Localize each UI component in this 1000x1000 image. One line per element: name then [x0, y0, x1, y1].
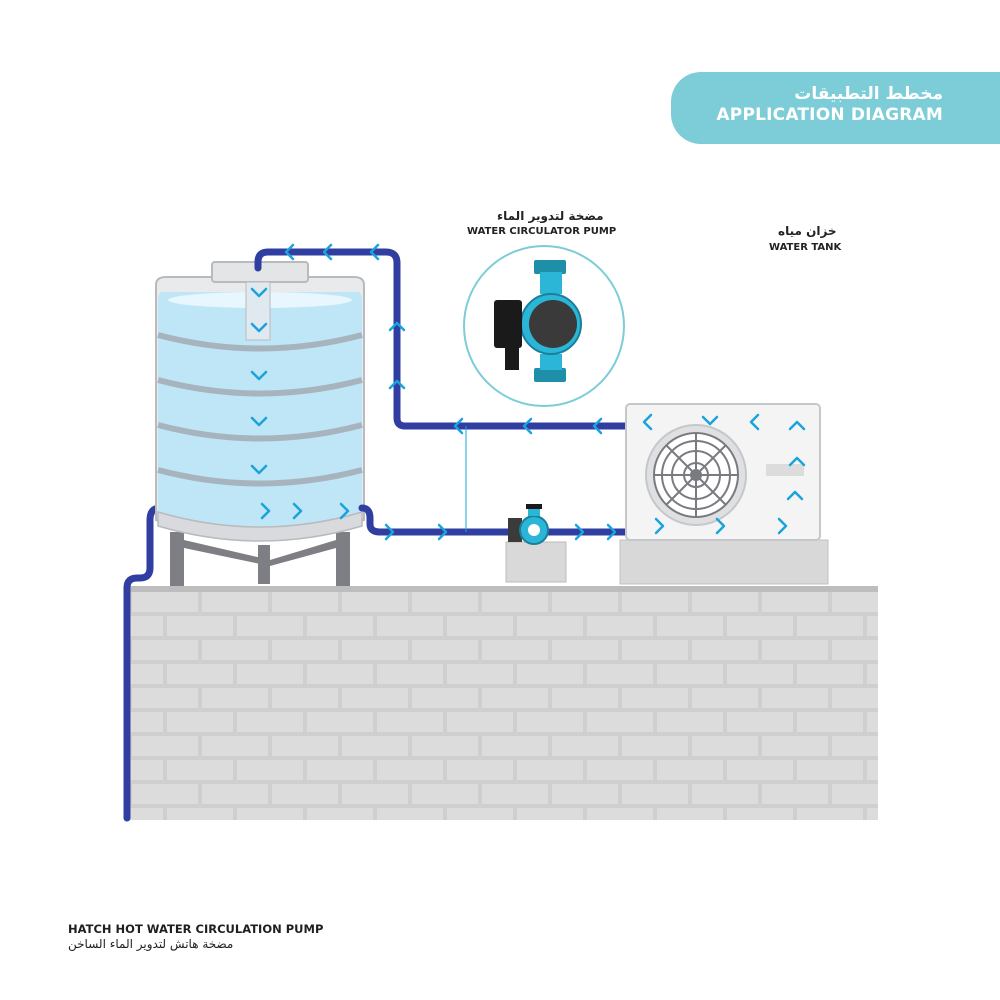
chevron-icon [250, 416, 268, 427]
heat-pump-unit [619, 403, 829, 585]
chevron-icon [574, 523, 585, 541]
chevron-icon [606, 523, 617, 541]
pump-label-arabic: مضخة لتدوير الماء [497, 209, 604, 223]
footer-title-arabic: مضخة هاتش لتدوير الماء الساخن [68, 937, 234, 951]
chevron-icon [260, 502, 271, 520]
chevron-icon [369, 243, 380, 261]
chevron-icon [250, 287, 268, 298]
pump-label: WATER CIRCULATOR PUMP [467, 226, 617, 237]
footer-title: HATCH HOT WATER CIRCULATION PUMP [68, 922, 324, 936]
chevron-icon [453, 417, 464, 435]
title-banner [671, 72, 1000, 144]
chevron-icon [437, 523, 448, 541]
banner-title: APPLICATION DIAGRAM [716, 105, 943, 125]
chevron-icon [322, 243, 333, 261]
circulator-pump [505, 504, 567, 583]
chevron-icon [642, 413, 653, 431]
tank-label-arabic: خزان مياه [778, 224, 837, 238]
chevron-icon [715, 517, 726, 535]
pump-callout [463, 245, 625, 407]
chevron-icon [388, 379, 406, 390]
chevron-icon [292, 502, 303, 520]
chevron-icon [250, 464, 268, 475]
brick-wall [130, 586, 878, 820]
banner-title-arabic: مخطط التطبيقات [794, 84, 943, 104]
outlet-pipe [358, 504, 634, 536]
fan-icon [653, 432, 739, 518]
tank-stand [170, 532, 350, 586]
supply-pipe [123, 504, 164, 822]
chevron-icon [522, 417, 533, 435]
chevron-icon [749, 413, 760, 431]
chevron-icon [788, 456, 806, 467]
chevron-icon [339, 502, 350, 520]
chevron-icon [788, 420, 806, 431]
water-tank [155, 261, 365, 542]
chevron-icon [654, 517, 665, 535]
chevron-icon [250, 370, 268, 381]
chevron-icon [250, 322, 268, 333]
chevron-icon [777, 517, 788, 535]
tank-label: WATER TANK [769, 242, 842, 253]
chevron-icon [786, 490, 804, 501]
return-pipe [254, 248, 634, 430]
flow-arrows [250, 243, 806, 541]
chevron-icon [388, 321, 406, 332]
chevron-icon [701, 415, 719, 426]
chevron-icon [384, 523, 395, 541]
chevron-icon [284, 243, 295, 261]
chevron-icon [592, 417, 603, 435]
